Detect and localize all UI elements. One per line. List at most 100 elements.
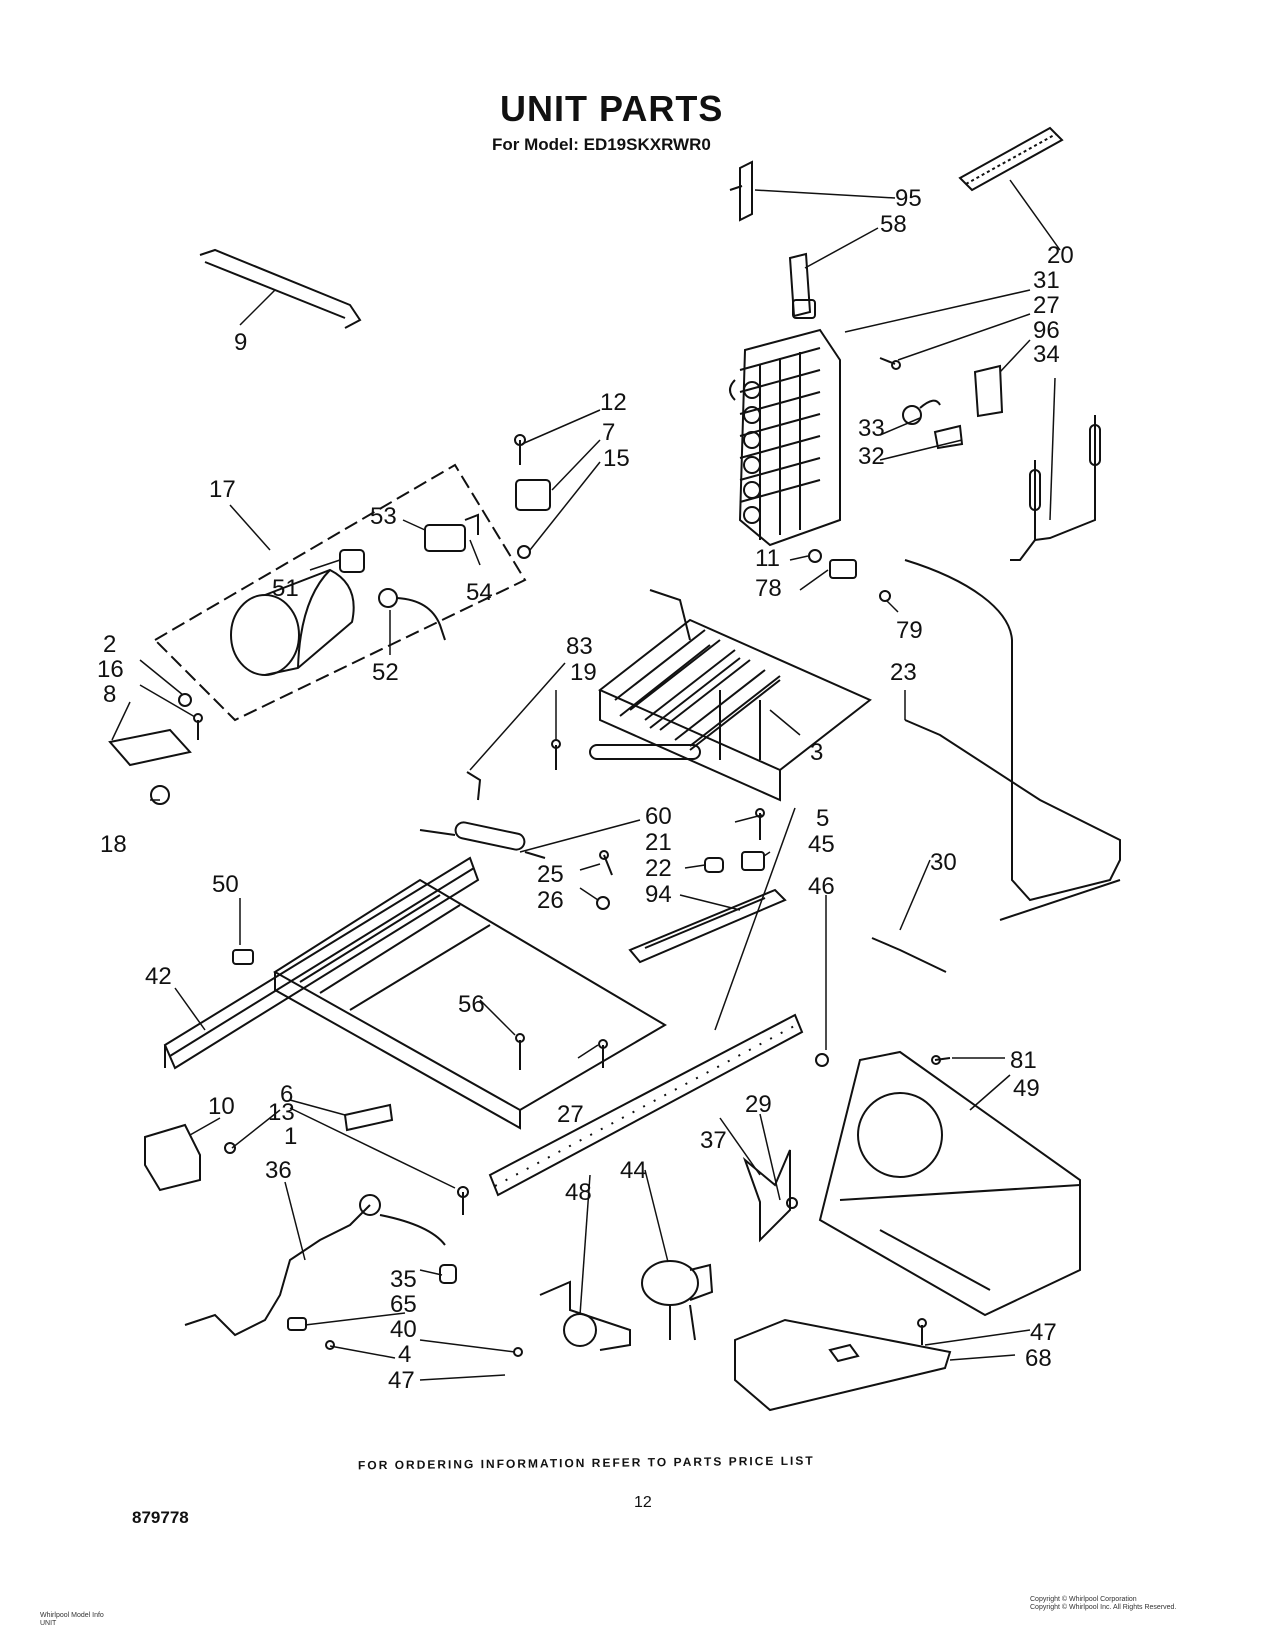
callout-94: 94 — [645, 881, 672, 908]
callout-27-lower: 27 — [557, 1101, 584, 1128]
part-46-clip — [815, 1053, 829, 1067]
callout-49: 49 — [1013, 1075, 1040, 1102]
part-42-frame-rail — [163, 856, 480, 1070]
part-21-screw — [755, 808, 765, 840]
part-12-screw — [514, 434, 526, 465]
part-44-fan-motor — [641, 1260, 714, 1341]
part-18-grommet — [150, 785, 170, 805]
compressor — [230, 568, 355, 676]
callout-32: 32 — [858, 443, 885, 470]
part-60-dryer-tube — [419, 821, 546, 859]
callout-4: 4 — [398, 1341, 411, 1368]
part-65-connector — [287, 1317, 307, 1331]
callout-56: 56 — [458, 991, 485, 1018]
part-40-screw — [513, 1347, 523, 1357]
part-83-wire — [466, 771, 482, 801]
callout-65: 65 — [390, 1291, 417, 1318]
part-48-motor-bracket — [539, 1280, 631, 1351]
callout-53: 53 — [370, 503, 397, 530]
callout-11: 11 — [755, 545, 780, 572]
callout-95: 95 — [895, 185, 922, 212]
part-27-screw — [879, 357, 901, 370]
part-94-drain-pan — [628, 888, 787, 964]
callout-20: 20 — [1047, 242, 1074, 269]
callout-labels: 95 58 20 31 27 96 34 9 12 7 15 33 32 17 … — [97, 185, 1074, 1394]
part-53-relay — [424, 524, 466, 552]
part-2-grommet — [178, 693, 192, 707]
callout-35: 35 — [390, 1266, 417, 1293]
part-56-screw — [515, 1033, 525, 1070]
callout-19: 19 — [570, 659, 597, 686]
part-16-screw — [193, 713, 203, 740]
part-29-clip — [786, 1197, 798, 1209]
bottom-left-note-2: UNIT — [40, 1620, 57, 1627]
callout-8: 8 — [103, 681, 116, 708]
part-25-screw — [599, 850, 613, 876]
callout-13: 13 — [268, 1099, 295, 1126]
part-79-screw — [879, 590, 891, 602]
leader-lines — [111, 179, 1061, 1381]
bottom-left-note-1: Whirlpool Model Info — [40, 1612, 104, 1619]
callout-1: 1 — [284, 1123, 297, 1150]
part-4-screw — [325, 1340, 335, 1350]
part-3-condenser — [589, 589, 872, 802]
model-line: For Model: ED19SKXRWR0 — [492, 135, 711, 154]
part-26-nut — [596, 896, 610, 910]
part-23-capillary-tube — [904, 559, 1121, 921]
callout-21: 21 — [645, 829, 672, 856]
part-11-grommet — [808, 549, 822, 563]
part-10-cover — [144, 1123, 201, 1192]
callout-34: 34 — [1033, 341, 1060, 368]
callout-27: 27 — [1033, 292, 1060, 319]
callout-25: 25 — [537, 861, 564, 888]
part-58-insulator — [788, 252, 812, 318]
part-34-drier-tubing — [1010, 415, 1101, 561]
part-37-fan-blade — [742, 1149, 791, 1243]
copyright-line-2: Copyright © Whirlpool Inc. All Rights Re… — [1030, 1604, 1177, 1611]
part-45-rail — [488, 1013, 804, 1197]
part-54-clip — [464, 513, 479, 535]
part-52-overload — [378, 588, 446, 641]
callout-79: 79 — [896, 617, 923, 644]
callout-30: 30 — [930, 849, 957, 876]
part-7-relay — [515, 479, 551, 511]
callout-29: 29 — [745, 1091, 772, 1118]
callout-81: 81 — [1010, 1047, 1037, 1074]
part-49-fan-shroud — [818, 1050, 1081, 1317]
callout-45: 45 — [808, 831, 835, 858]
callout-68: 68 — [1025, 1345, 1052, 1372]
callout-37: 37 — [700, 1127, 727, 1154]
part-32-clip — [933, 424, 964, 450]
callout-33: 33 — [858, 415, 885, 442]
callout-2: 2 — [103, 631, 116, 658]
callout-78: 78 — [755, 575, 782, 602]
part-96-clip — [973, 364, 1004, 418]
callout-7: 7 — [602, 419, 615, 446]
callout-6: 6 — [280, 1081, 293, 1108]
callout-47-left: 47 — [388, 1367, 415, 1394]
part-1-screw — [457, 1186, 469, 1215]
callout-5: 5 — [816, 805, 829, 832]
callout-15: 15 — [603, 445, 630, 472]
callout-50: 50 — [212, 871, 239, 898]
part-68-drain-pan — [734, 1318, 952, 1412]
part-8-mount — [108, 728, 192, 767]
callout-16: 16 — [97, 656, 124, 683]
callout-54: 54 — [466, 579, 493, 606]
callout-42: 42 — [145, 963, 172, 990]
callout-48: 48 — [565, 1179, 592, 1206]
callout-96: 96 — [1033, 317, 1060, 344]
callout-22: 22 — [645, 855, 672, 882]
callout-52: 52 — [372, 659, 399, 686]
callout-18: 18 — [100, 831, 127, 858]
part-13-screw — [224, 1142, 236, 1154]
copyright-line-1: Copyright © Whirlpool Corporation — [1030, 1596, 1137, 1603]
callout-36: 36 — [265, 1157, 292, 1184]
callout-3: 3 — [810, 739, 823, 766]
part-30-wire — [871, 937, 947, 973]
callout-46: 46 — [808, 873, 835, 900]
callout-10: 10 — [208, 1093, 235, 1120]
part-95-bracket — [729, 160, 753, 222]
